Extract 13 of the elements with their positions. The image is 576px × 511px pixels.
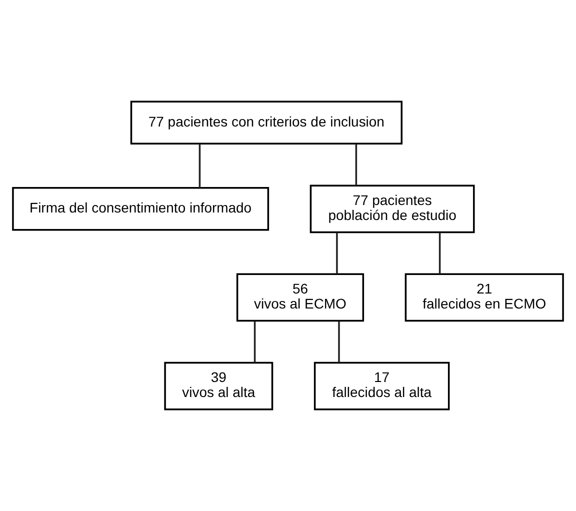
node-box: Firma del consentimiento informado: [12, 187, 270, 231]
node-box: 77 pacientes con criterios de inclusion: [130, 100, 402, 144]
node-box: 77 pacientes población de estudio: [310, 184, 475, 234]
connector: [198, 144, 201, 188]
connector: [336, 232, 338, 274]
connector: [438, 232, 441, 274]
connector: [254, 321, 256, 363]
connector: [355, 144, 358, 186]
node-box: 56 vivos al ECMO: [236, 273, 364, 322]
node-box: 17 fallecidos al alta: [314, 362, 450, 410]
node-box: 39 vivos al alta: [164, 362, 274, 410]
connector: [338, 321, 340, 363]
node-box: 21 fallecidos en ECMO: [404, 273, 564, 322]
